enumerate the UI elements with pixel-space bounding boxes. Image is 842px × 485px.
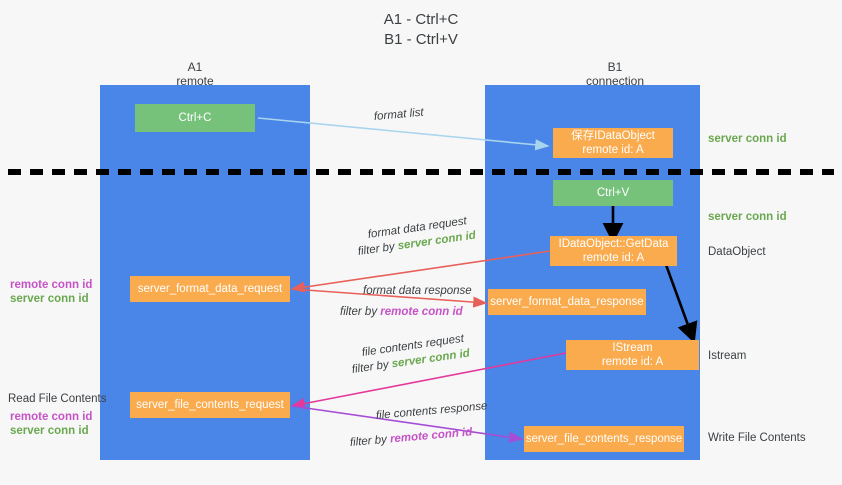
diagram-title-line2: B1 - Ctrl+V — [384, 31, 458, 48]
lane-header-a1: A1 remote — [120, 60, 270, 88]
box-server-file-contents-request[interactable]: server_file_contents_request — [130, 392, 290, 418]
filter-key-remote-conn-id: remote conn id — [389, 426, 473, 446]
left-label-read-file-contents: Read File Contents — [8, 393, 107, 405]
left-label-server-conn-id-1: server conn id — [10, 293, 89, 305]
lane-b1-name: B1 — [607, 60, 623, 74]
box-idataobject-getdata-line2: remote id: A — [582, 252, 645, 264]
annotation-format-list: format list — [373, 106, 425, 123]
lane-b1-sub: connection — [585, 74, 645, 88]
box-idataobject-getdata-line1: IDataObject::GetData — [558, 238, 669, 250]
box-save-idataobject-line2: remote id: A — [582, 144, 644, 156]
lane-a1-name: A1 — [187, 60, 203, 74]
filter-prefix: filter by — [357, 240, 399, 258]
box-ctrl-c[interactable]: Ctrl+C — [135, 104, 255, 132]
box-server-file-contents-response-label: server_file_contents_response — [525, 433, 683, 445]
box-server-file-contents-response[interactable]: server_file_contents_response — [524, 426, 684, 452]
lane-a1-sub: remote — [176, 74, 214, 88]
box-server-format-data-request-label: server_format_data_request — [137, 283, 283, 295]
filter-prefix: filter by — [351, 358, 393, 376]
annotation-file-contents-response: file contents response — [375, 400, 488, 422]
diagram-title-line1: A1 - Ctrl+C — [383, 11, 459, 28]
right-label-write-file-contents: Write File Contents — [708, 432, 806, 444]
box-server-file-contents-request-label: server_file_contents_request — [136, 399, 284, 411]
box-ctrl-v[interactable]: Ctrl+V — [553, 180, 673, 206]
box-save-idataobject-line1: 保存IDataObject — [571, 130, 655, 142]
right-label-server-conn-id-mid: server conn id — [708, 211, 787, 223]
filter-prefix: filter by — [349, 433, 391, 449]
box-server-format-data-request[interactable]: server_format_data_request — [130, 276, 290, 302]
box-istream[interactable]: IStream remote id: A — [566, 340, 699, 370]
filter-key-remote-conn-id: remote conn id — [380, 306, 463, 318]
right-label-istream: Istream — [708, 350, 747, 362]
right-label-server-conn-id-top: server conn id — [708, 133, 787, 145]
box-ctrl-v-label: Ctrl+V — [596, 187, 630, 199]
lane-header-b1: B1 connection — [540, 60, 690, 88]
annotation-format-data-response-filter: filter by remote conn id — [340, 305, 463, 320]
left-label-server-conn-id-2: server conn id — [10, 425, 89, 437]
left-label-remote-conn-id-1: remote conn id — [10, 279, 93, 291]
annotation-file-contents-response-filter: filter by remote conn id — [349, 425, 473, 451]
left-label-remote-conn-id-2: remote conn id — [10, 411, 93, 423]
right-label-dataobject: DataObject — [708, 246, 766, 258]
box-ctrl-c-label: Ctrl+C — [178, 112, 212, 124]
box-idataobject-getdata[interactable]: IDataObject::GetData remote id: A — [550, 236, 677, 266]
box-istream-line2: remote id: A — [601, 356, 664, 368]
box-server-format-data-response-label: server_format_data_response — [490, 296, 644, 308]
box-save-idataobject[interactable]: 保存IDataObject remote id: A — [553, 128, 673, 158]
box-server-format-data-response[interactable]: server_format_data_response — [488, 289, 646, 315]
box-istream-line1: IStream — [612, 342, 653, 354]
annotation-format-data-response: format data response — [363, 285, 472, 297]
filter-prefix: filter by — [340, 306, 381, 318]
